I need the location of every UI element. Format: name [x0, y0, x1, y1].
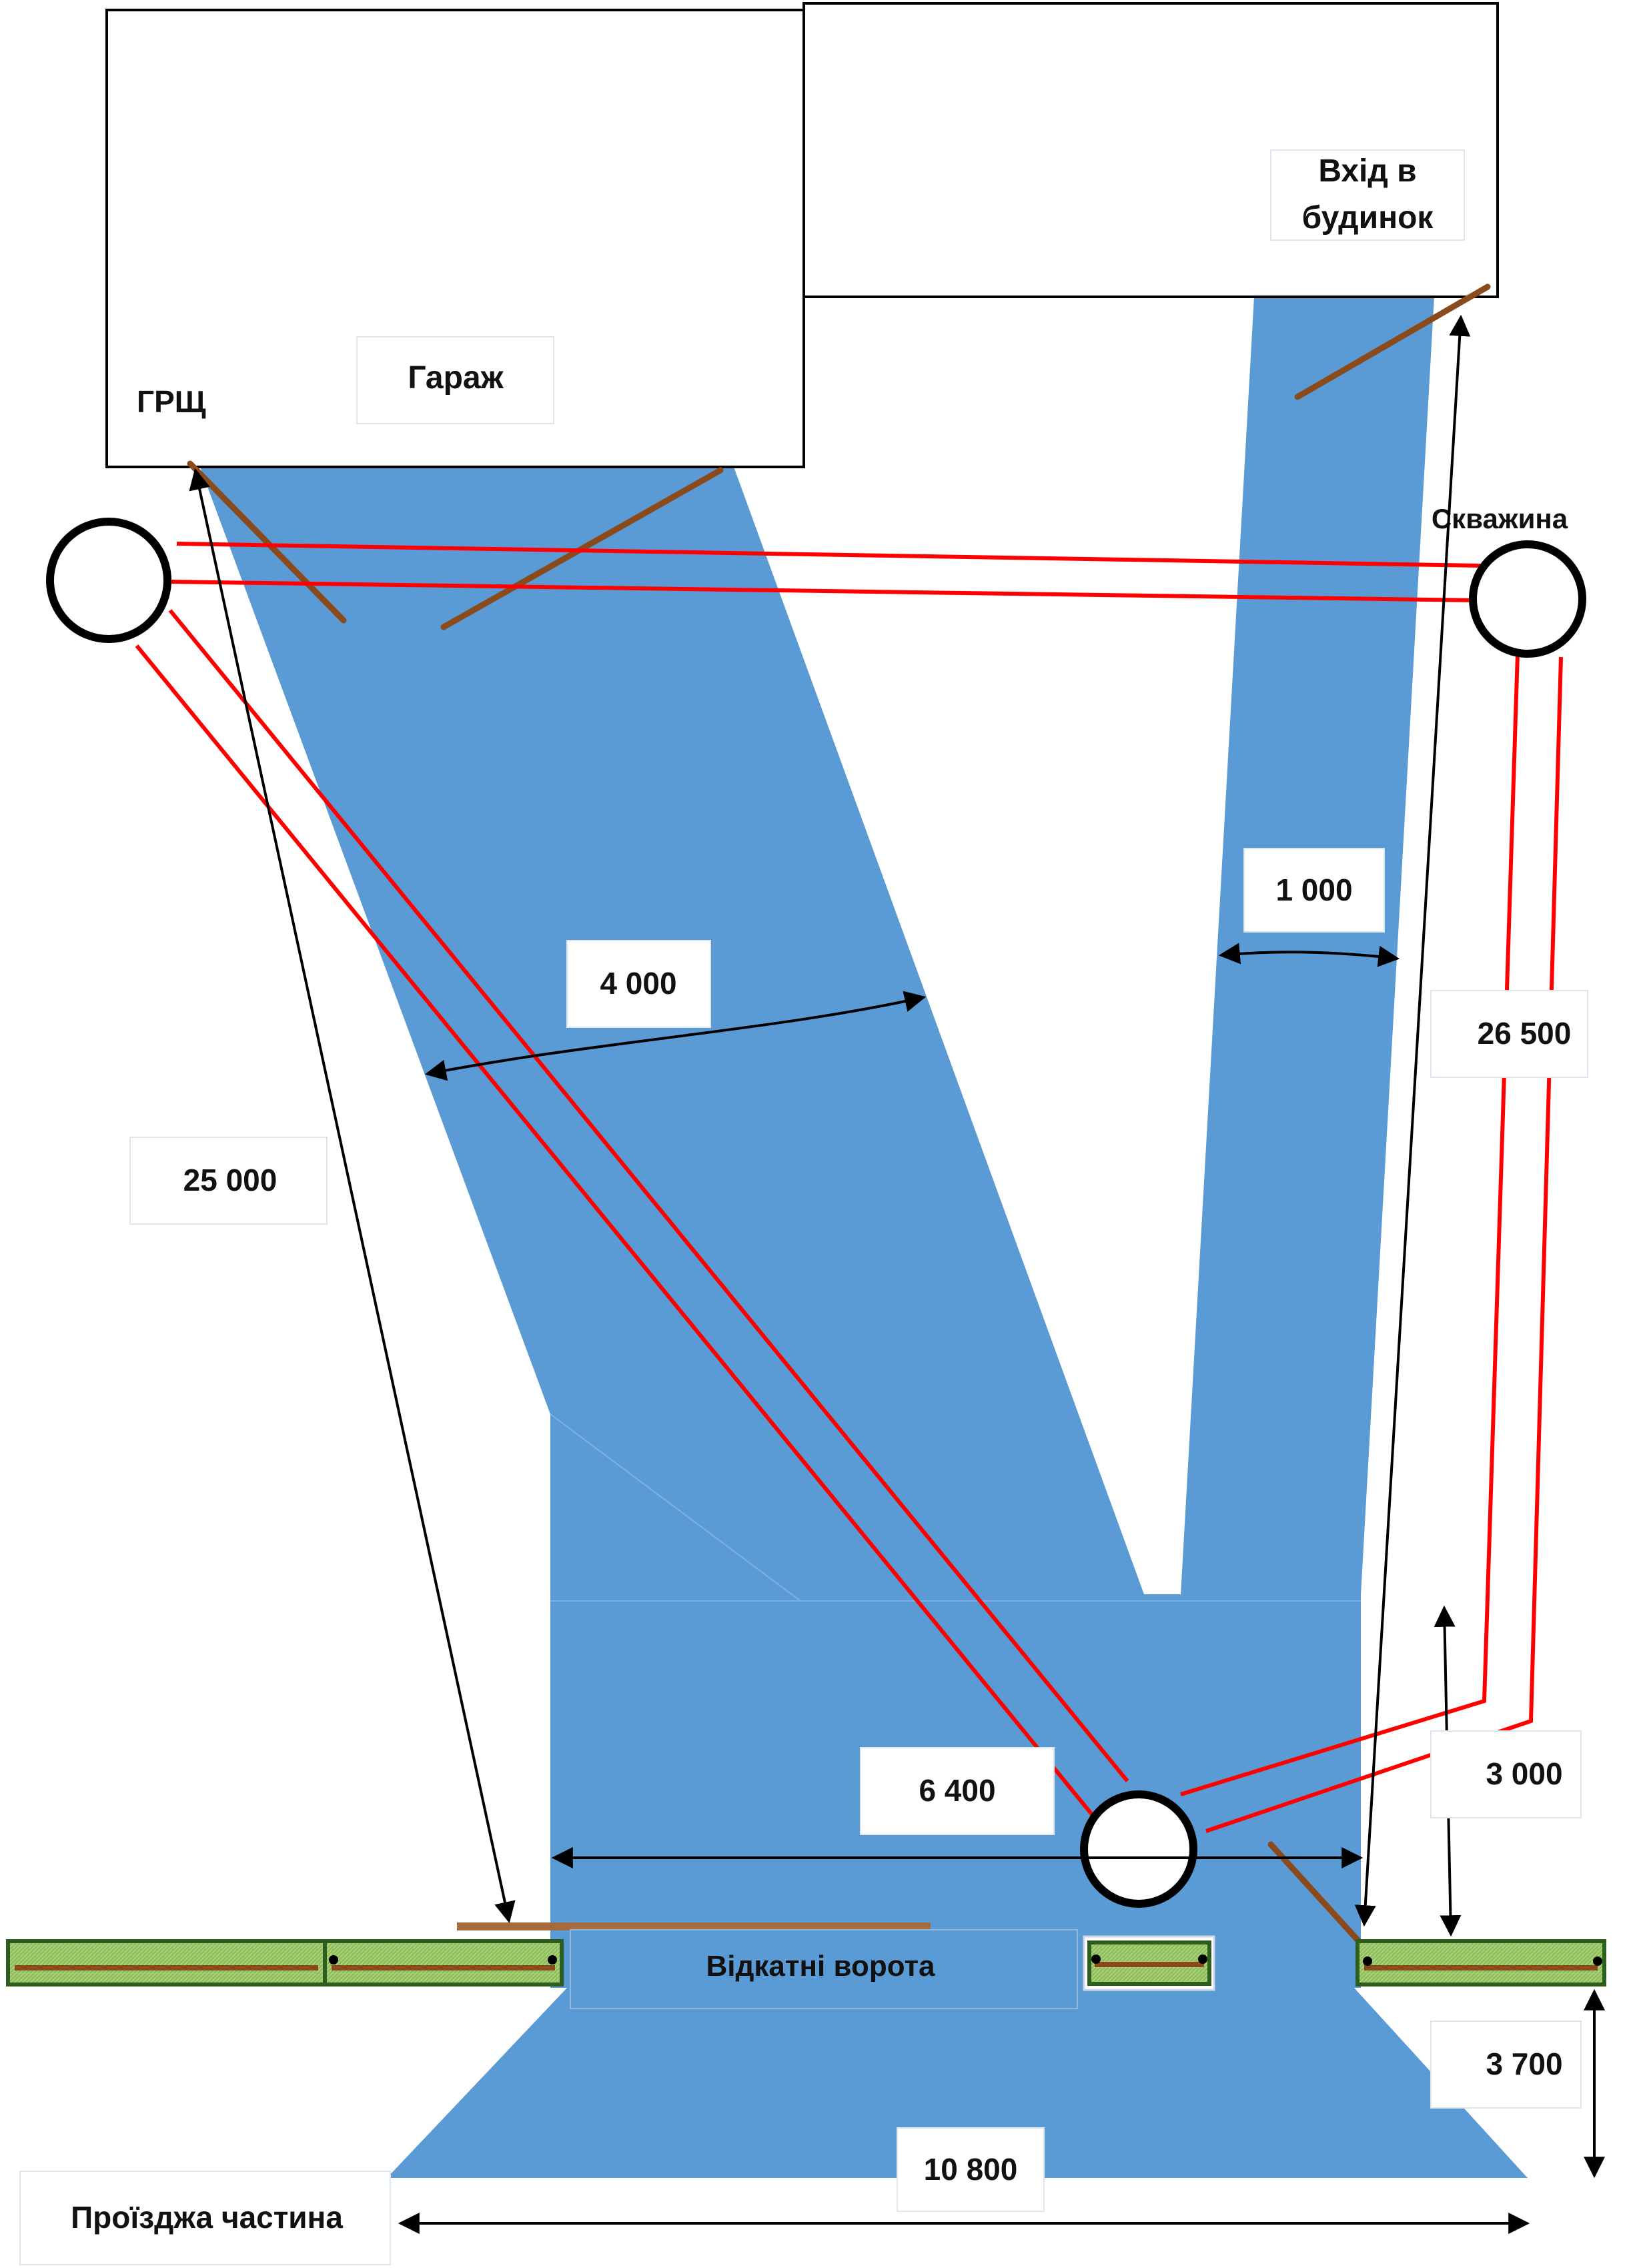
- paved-area: [200, 297, 1528, 2178]
- house-entry-label-line1: Вхід в: [1318, 153, 1416, 189]
- well-label: Скважина: [1432, 503, 1568, 534]
- dim-4000: 4 000: [600, 966, 676, 1001]
- paving-seams: [550, 1413, 1361, 1602]
- dimension-label-boxes: [19, 848, 1588, 2265]
- house-entry-label-line2: будинок: [1302, 200, 1434, 235]
- right-well-icon: [1469, 540, 1586, 658]
- dim-10800: 10 800: [924, 2152, 1018, 2187]
- garage-driveway: [200, 467, 1144, 1594]
- dim-26500: 26 500: [1478, 1016, 1572, 1051]
- left-manhole-icon: [46, 518, 171, 643]
- grsh-label: ГРЩ: [137, 384, 206, 419]
- roadway-label: Проїзджа частина: [71, 2200, 343, 2235]
- dim-6400: 6 400: [919, 1773, 995, 1808]
- road-apron: [387, 1988, 1528, 2178]
- bottom-manhole-icon: [1080, 1790, 1197, 1908]
- gate-label: Відкатні ворота: [706, 1950, 935, 1982]
- dim-1000: 1 000: [1275, 873, 1352, 907]
- dim-25000: 25 000: [183, 1163, 278, 1197]
- dim-3700: 3 700: [1486, 2047, 1562, 2081]
- dim-3000: 3 000: [1486, 1756, 1562, 1791]
- garage-label: Гараж: [408, 360, 504, 396]
- dimension-lines: [189, 314, 1605, 2234]
- fence: [6, 1935, 1606, 1991]
